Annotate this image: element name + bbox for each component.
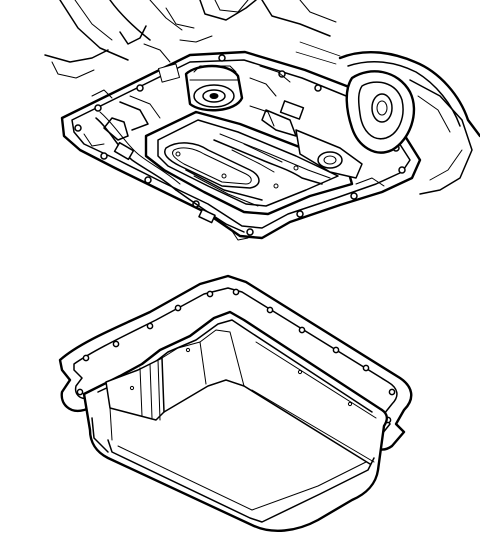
accumulator-cluster [249, 100, 363, 179]
wiring-harness [95, 95, 245, 233]
transmission-assembly-icon [44, 0, 480, 241]
pan-bolt-holes [76, 288, 396, 424]
case-extension [338, 51, 480, 195]
oil-pan-icon [58, 274, 413, 532]
pan-inner-marks [129, 347, 353, 407]
solenoid-housing [157, 63, 244, 112]
frame-crossmember [44, 0, 337, 79]
pan-basin [82, 310, 388, 532]
case-details [83, 41, 385, 241]
valve-body-plate [144, 110, 354, 216]
